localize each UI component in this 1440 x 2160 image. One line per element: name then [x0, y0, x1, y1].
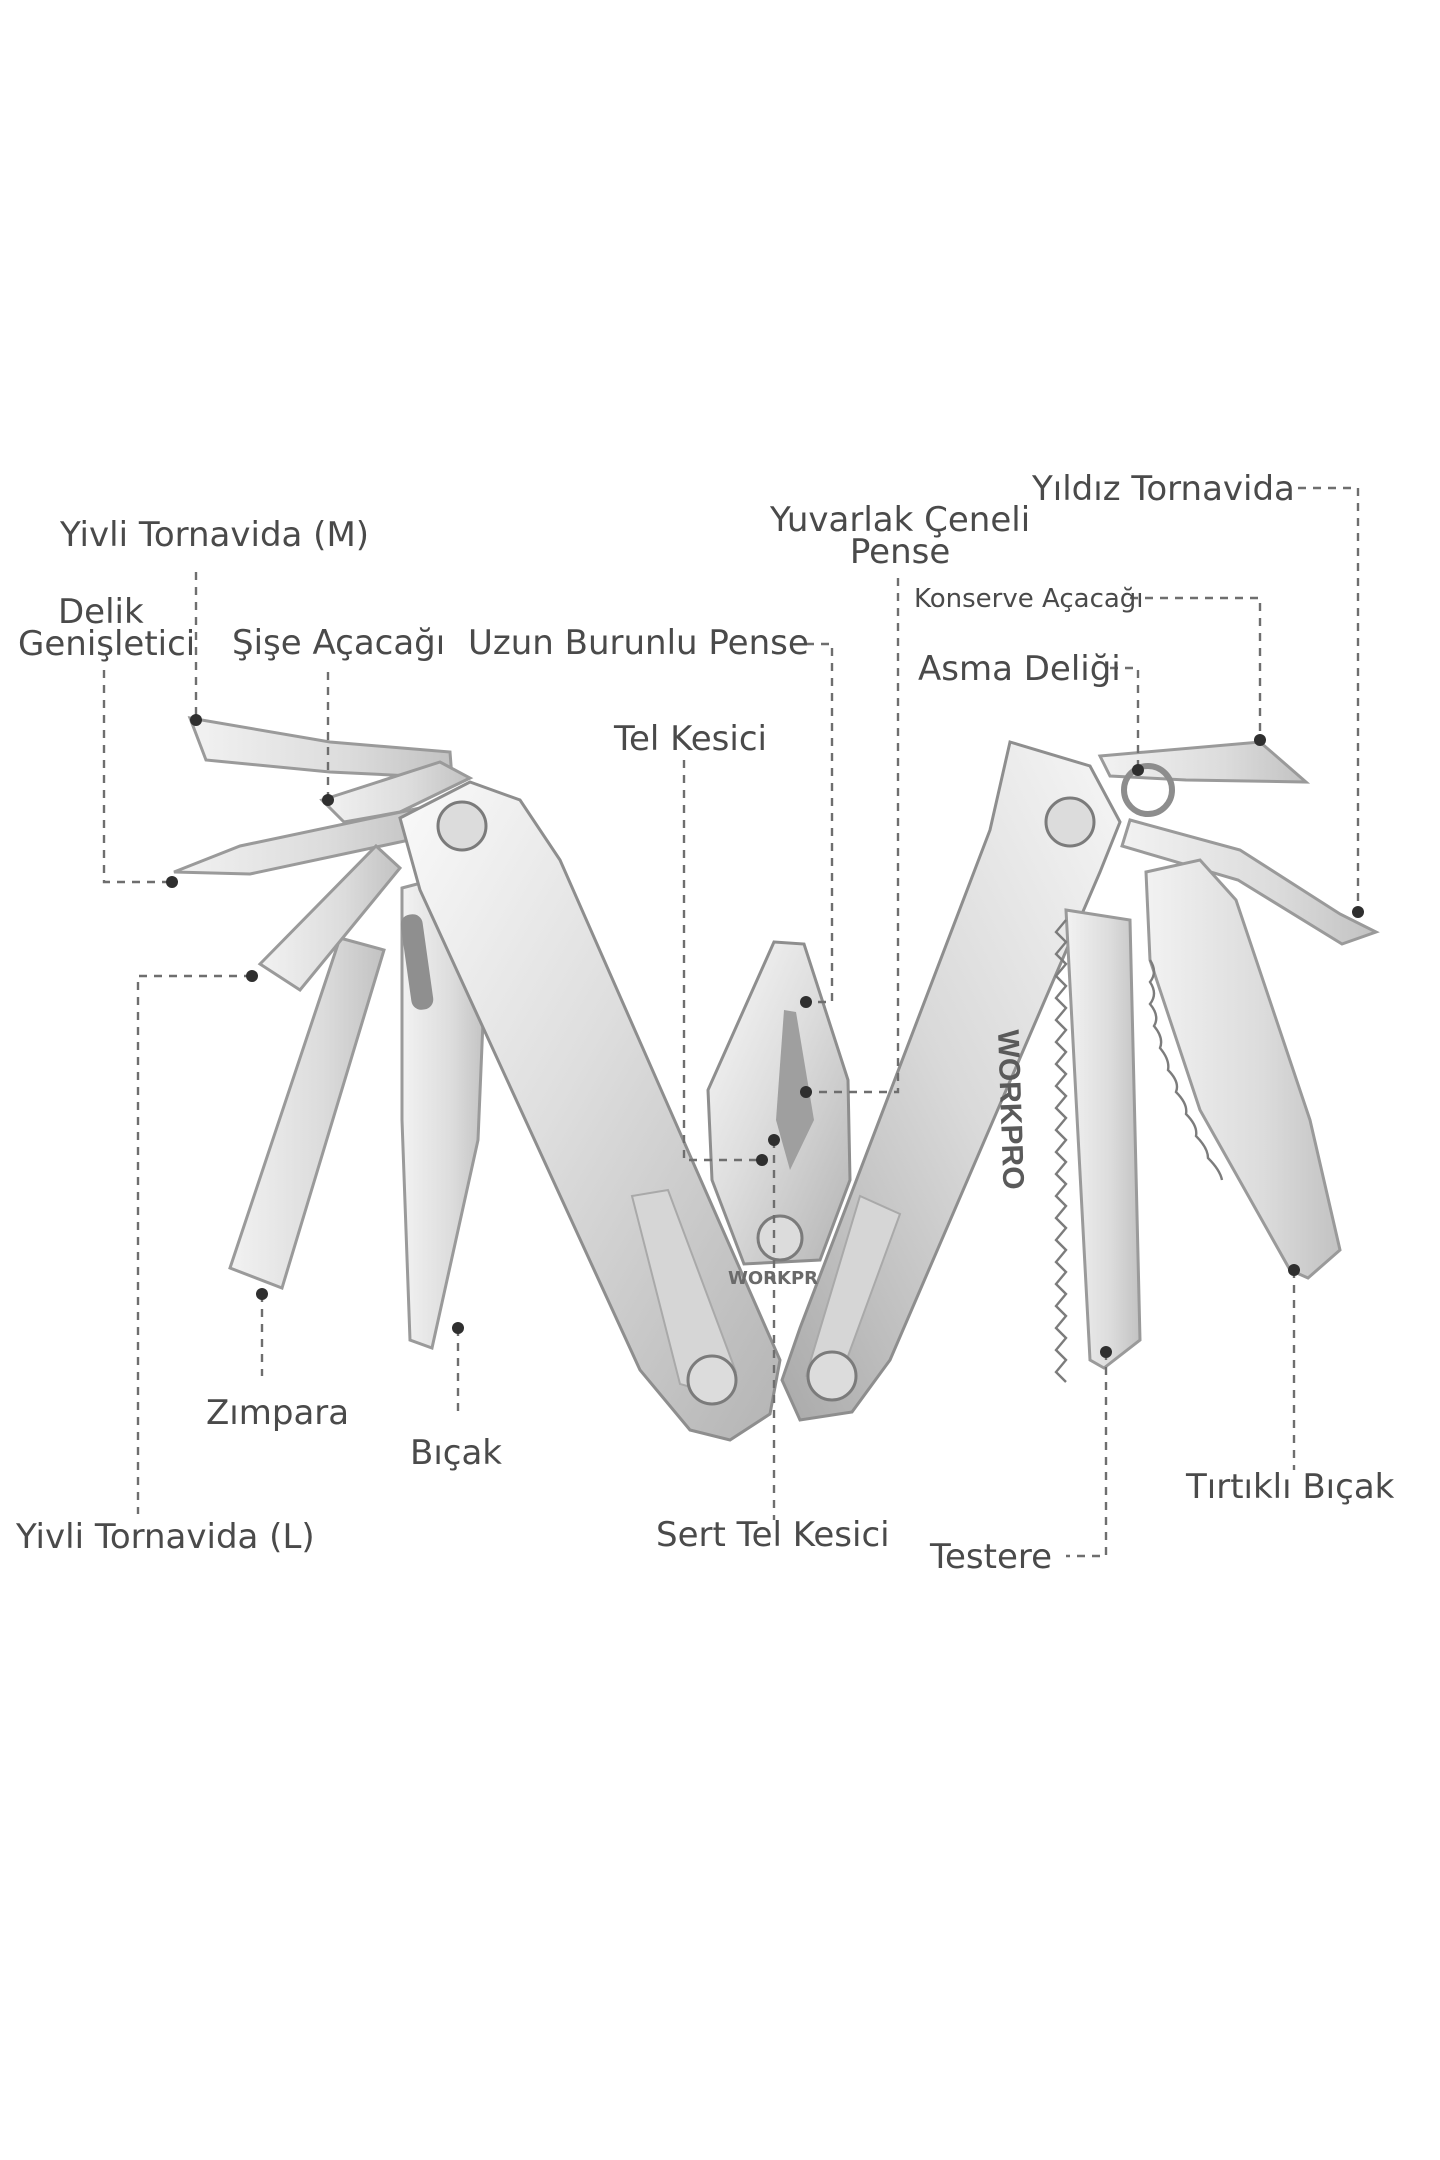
label-zimpara: Zımpara: [206, 1393, 350, 1433]
label-yivli-tornavida-m: Yivli Tornavida (M): [60, 515, 370, 555]
left-tools: [173, 716, 488, 1350]
label-asma-deligi: Asma Deliği: [918, 649, 1121, 689]
label-sise-acacagi: Şişe Açacağı: [232, 623, 446, 663]
label-yuvarlak-ceneli-pense-line1: Yuvarlak Çeneli: [770, 500, 1031, 540]
plier-jaw-gap: [776, 1010, 814, 1170]
right-handle-brand: WORKPRO: [991, 1029, 1030, 1190]
saw-blade: [1064, 908, 1142, 1370]
right-bottom-screw: [806, 1350, 858, 1402]
knife-thumb-hole: [400, 914, 434, 1010]
right-handle: WORKPRO: [780, 740, 1122, 1422]
right-pivot-screw: [1044, 796, 1096, 848]
label-yuvarlak-ceneli-pense: Yuvarlak Çeneli Pense: [770, 500, 1031, 573]
left-pivot-screw: [436, 800, 488, 852]
bottle-opener: [319, 760, 474, 824]
slotted-screwdriver-l: [257, 843, 403, 992]
serrated-edge: [1148, 959, 1224, 1181]
slotted-screwdriver-m: [187, 716, 454, 780]
label-yildiz-tornavida: Yıldız Tornavida: [1032, 469, 1295, 509]
label-tel-kesici: Tel Kesici: [614, 719, 767, 759]
label-delik-genisletici-line2: Genişletici: [18, 624, 196, 665]
serrated-knife-blade: [1144, 858, 1342, 1280]
label-delik-genisletici-line1: Delik: [58, 592, 144, 632]
label-yuvarlak-ceneli-pense-line2: Pense: [849, 532, 951, 573]
label-delik-genisletici: Delik Genişletici: [18, 592, 196, 665]
label-tirtikli-bicak: Tırtıklı Bıçak: [1186, 1467, 1395, 1507]
can-opener-blade: [1097, 740, 1311, 784]
saw-teeth: [1054, 919, 1068, 1383]
phillips-screwdriver: [1120, 818, 1380, 946]
right-tools: [1054, 740, 1380, 1383]
label-testere: Testere: [930, 1537, 1053, 1577]
lanyard-ring: [1121, 763, 1175, 817]
plier-pivot: [756, 1214, 804, 1262]
label-uzun-burunlu-pense: Uzun Burunlu Pense: [468, 623, 809, 663]
label-bicak: Bıçak: [410, 1433, 502, 1473]
left-bottom-screw: [686, 1354, 738, 1406]
label-konserve-acacagi: Konserve Açacağı: [914, 584, 1144, 614]
leader-lines: [102, 486, 1364, 1558]
center-pliers: [706, 940, 852, 1266]
file-tool: [228, 936, 386, 1290]
label-sert-tel-kesici: Sert Tel Kesici: [656, 1515, 890, 1555]
center-plier-brand: WORKPR: [728, 1268, 819, 1289]
label-yivli-tornavida-l: Yivli Tornavida (L): [16, 1517, 315, 1557]
left-handle: [398, 780, 782, 1442]
